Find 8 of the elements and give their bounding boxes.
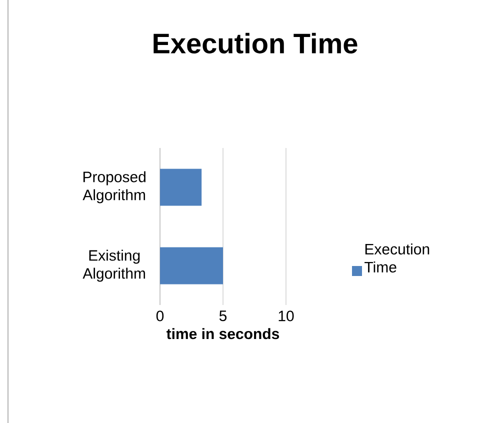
legend-label: Execution Time [364,243,430,272]
x-axis-title: time in seconds [166,328,280,340]
chart-title: Execution Time [154,32,358,54]
x-tick-label: 10 [278,310,294,322]
y-tick-label: Existing Algorithm [82,250,146,282]
y-tick-label: Proposed Algorithm [82,171,146,204]
x-tick-label: 5 [219,310,227,322]
x-tick-label: 0 [156,310,164,322]
